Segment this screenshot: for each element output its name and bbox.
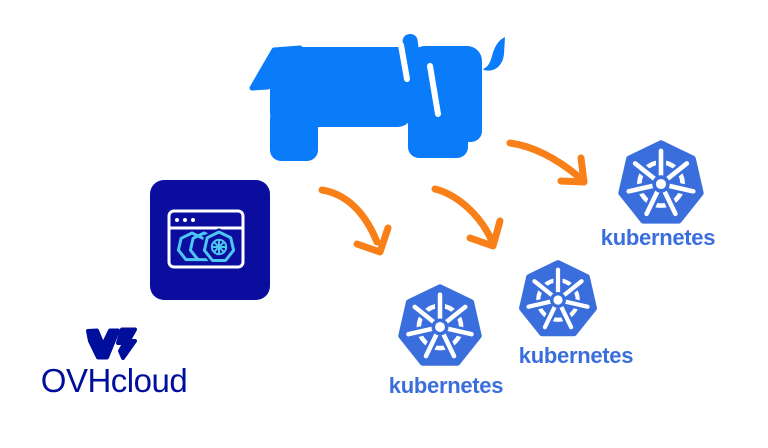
curved-arrow-icon [318,186,392,256]
managed-kubernetes-browser-app-icon [150,180,270,300]
kubernetes-label: kubernetes [388,373,504,398]
ovhcloud-logo-icon [86,327,137,360]
stacked-clusters-icon [176,228,238,264]
browser-window-icon [167,209,245,269]
ovhcloud-wordmark: OVHcloud [40,362,188,399]
kubernetes-label: kubernetes [518,343,634,368]
kubernetes-helm-wheel-icon [395,282,485,372]
rancher-bull-icon [249,33,505,161]
curved-arrow-icon [506,139,588,186]
kubernetes-helm-wheel-icon [615,138,707,230]
curved-arrow-icon [431,185,504,250]
kubernetes-helm-wheel-icon [516,258,600,342]
kubernetes-label: kubernetes [600,225,716,250]
